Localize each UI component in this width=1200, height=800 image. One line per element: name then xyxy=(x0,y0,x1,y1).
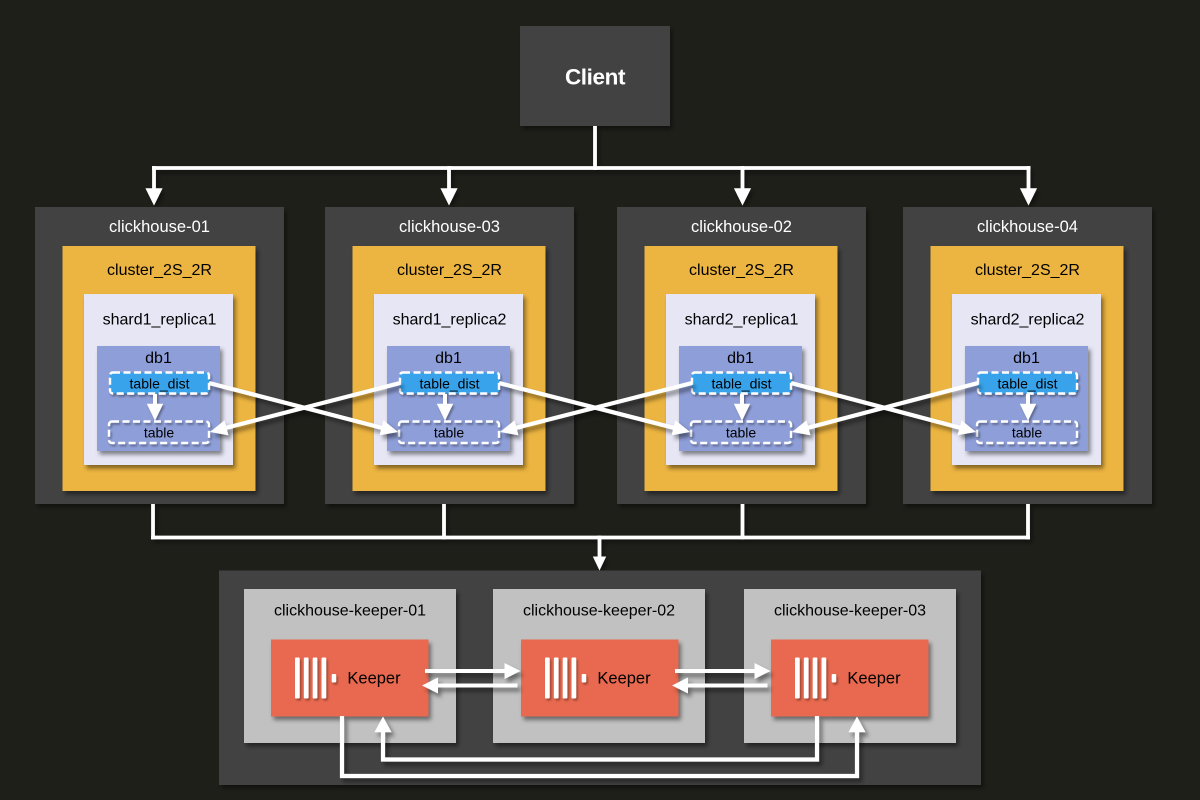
svg-text:table: table xyxy=(434,425,465,441)
svg-text:clickhouse-01: clickhouse-01 xyxy=(109,218,210,236)
svg-text:db1: db1 xyxy=(435,350,462,367)
svg-text:table: table xyxy=(726,425,757,441)
svg-text:shard2_replica2: shard2_replica2 xyxy=(971,312,1085,329)
svg-text:clickhouse-keeper-02: clickhouse-keeper-02 xyxy=(523,603,675,620)
svg-text:clickhouse-02: clickhouse-02 xyxy=(691,218,792,236)
svg-text:cluster_2S_2R: cluster_2S_2R xyxy=(689,262,794,279)
svg-text:shard1_replica1: shard1_replica1 xyxy=(103,312,217,329)
svg-text:Client: Client xyxy=(565,65,626,90)
svg-text:table: table xyxy=(1012,425,1043,441)
svg-text:table_dist: table_dist xyxy=(420,376,480,392)
svg-text:clickhouse-04: clickhouse-04 xyxy=(977,218,1078,236)
svg-text:Keeper: Keeper xyxy=(597,670,651,688)
svg-text:cluster_2S_2R: cluster_2S_2R xyxy=(975,262,1080,279)
svg-text:db1: db1 xyxy=(1013,350,1040,367)
svg-text:table_dist: table_dist xyxy=(130,376,190,392)
svg-text:Keeper: Keeper xyxy=(847,670,901,688)
svg-text:clickhouse-keeper-01: clickhouse-keeper-01 xyxy=(274,603,426,620)
svg-text:db1: db1 xyxy=(727,350,754,367)
svg-text:cluster_2S_2R: cluster_2S_2R xyxy=(397,262,502,279)
svg-text:table_dist: table_dist xyxy=(998,376,1058,392)
svg-text:cluster_2S_2R: cluster_2S_2R xyxy=(107,262,212,279)
svg-text:shard2_replica1: shard2_replica1 xyxy=(685,312,799,329)
svg-text:table: table xyxy=(144,425,175,441)
svg-text:table_dist: table_dist xyxy=(712,376,772,392)
svg-text:shard1_replica2: shard1_replica2 xyxy=(393,312,507,329)
svg-text:clickhouse-03: clickhouse-03 xyxy=(399,218,500,236)
svg-text:Keeper: Keeper xyxy=(347,670,401,688)
svg-text:db1: db1 xyxy=(145,350,172,367)
svg-text:clickhouse-keeper-03: clickhouse-keeper-03 xyxy=(774,603,926,620)
